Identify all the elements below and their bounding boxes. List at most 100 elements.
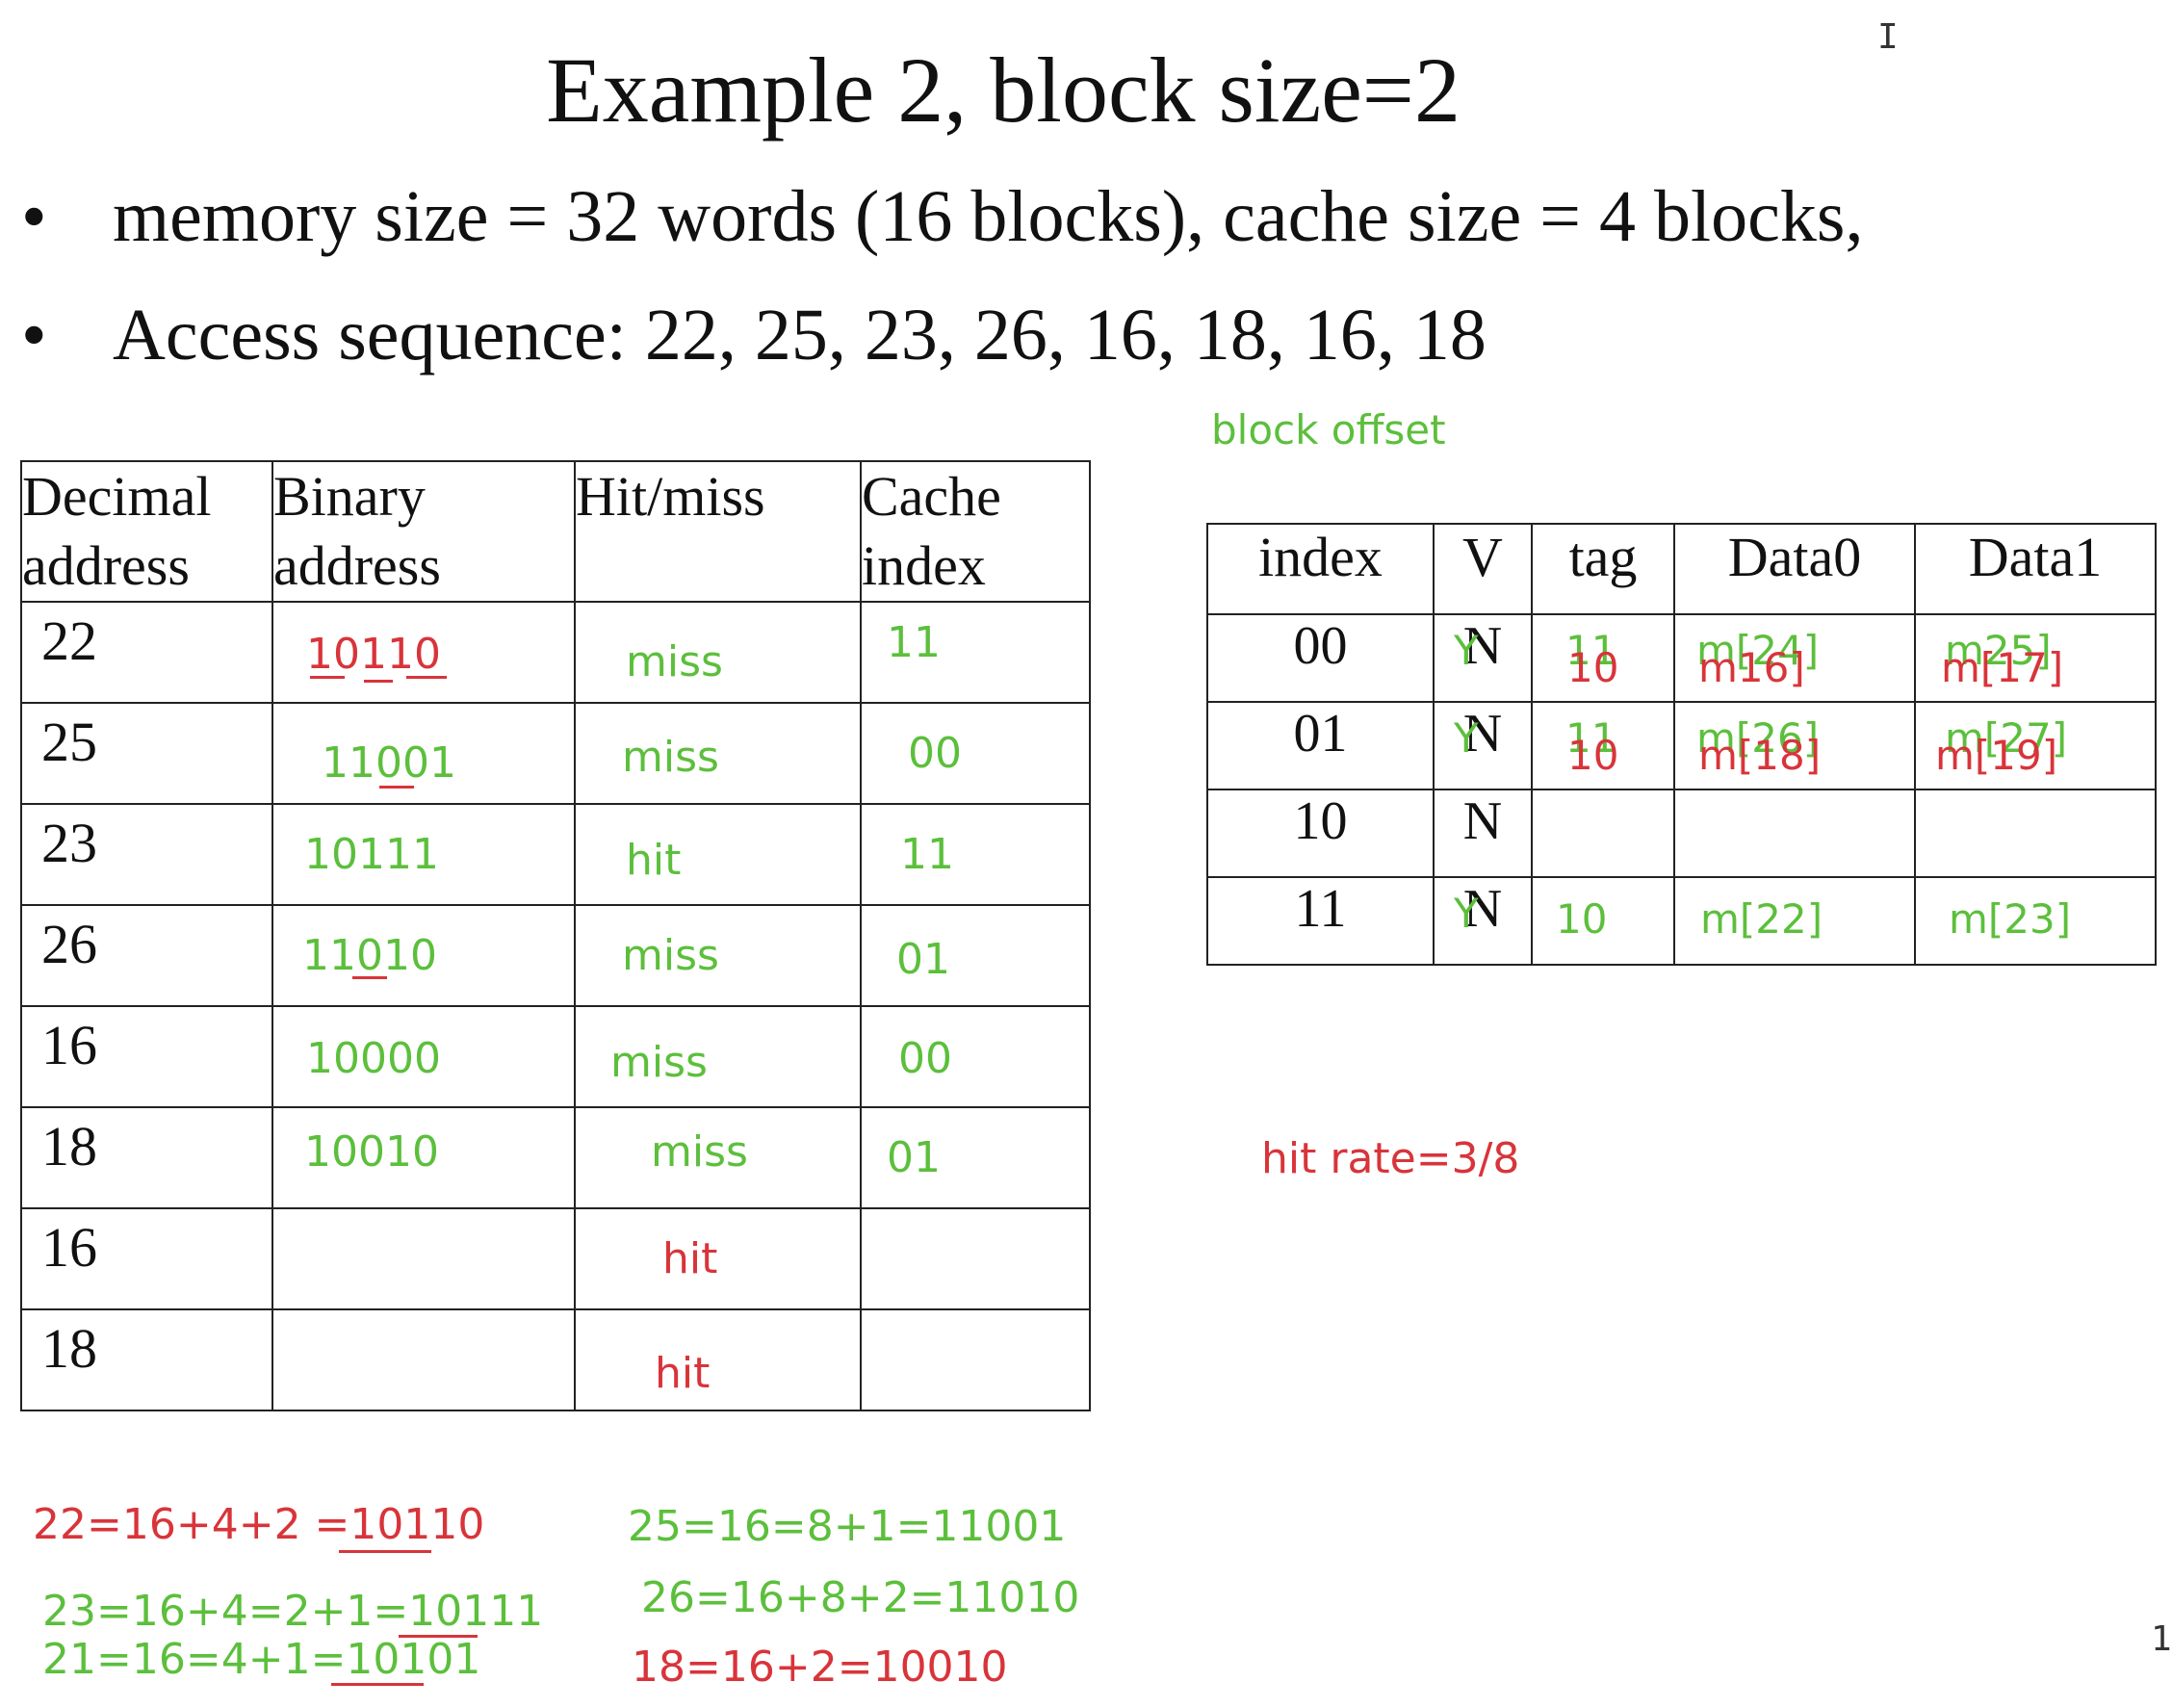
table-row: 18 hit xyxy=(20,1308,1091,1411)
table-row: 26 11010 miss 01 xyxy=(20,904,1091,1007)
data1-old-ink: m25] xyxy=(1945,627,2052,674)
underline-mark xyxy=(379,786,414,789)
data0-old-ink: m[26] xyxy=(1696,714,1820,762)
data1-old-ink: m[23] xyxy=(1949,895,2072,943)
cache-row: 11 Y N 10 m[22] m[23] xyxy=(1206,876,2157,966)
underline-mark xyxy=(310,676,345,679)
data0-cell: m[22] xyxy=(1673,876,1916,966)
data0-old-ink: m[22] xyxy=(1700,895,1823,943)
calc-18: 18=16+2=10010 xyxy=(632,1643,1008,1692)
calc-26: 26=16+8+2=11010 xyxy=(641,1573,1080,1622)
decimal-address-cell: 16 xyxy=(20,1207,273,1310)
index-cell: 10 xyxy=(1206,789,1435,878)
cache-index-ink: 11 xyxy=(887,618,941,667)
calc-25: 25=16=8+1=11001 xyxy=(628,1502,1067,1551)
valid-value: N xyxy=(1462,879,1503,939)
data1-new-ink: m[19] xyxy=(1935,732,2058,779)
hit-rate-label: hit rate=3/8 xyxy=(1261,1134,1520,1183)
bullet-text: memory size = 32 words (16 blocks), cach… xyxy=(113,176,1864,257)
access-table-header: Decimal address Binary address Hit/miss … xyxy=(20,460,1091,603)
cache-index-ink: 01 xyxy=(896,935,950,984)
cache-index-cell xyxy=(860,1207,1091,1310)
table-row: 16 10000 miss 00 xyxy=(20,1005,1091,1108)
valid-value: N xyxy=(1462,704,1503,763)
binary-address-ink: 10110 xyxy=(306,630,441,679)
hit-miss-cell: hit xyxy=(574,1207,862,1310)
slide-title: Example 2, block size=2 xyxy=(546,39,1461,142)
index-cell: 11 xyxy=(1206,876,1435,966)
data1-cell: m25] m[17] xyxy=(1914,613,2157,703)
block-offset-label: block offset xyxy=(1211,406,1446,453)
calc-23: 23=16+4=2+1=10111 xyxy=(42,1587,544,1636)
tag-cell xyxy=(1531,789,1675,878)
valid-cell: Y N xyxy=(1433,613,1533,703)
binary-address-ink: 10000 xyxy=(306,1034,441,1083)
bullet-text: Access sequence: 22, 25, 23, 26, 16, 18,… xyxy=(113,295,1487,375)
header-tag: tag xyxy=(1531,523,1675,615)
header-data0: Data0 xyxy=(1673,523,1916,615)
binary-address-cell: 10000 xyxy=(272,1005,576,1108)
cache-index-ink: 00 xyxy=(898,1034,952,1083)
binary-address-cell xyxy=(272,1207,576,1310)
decimal-address-cell: 25 xyxy=(20,702,273,805)
cache-row: 01 Y N 11 10 m[26] m[18] m[27] m[19] xyxy=(1206,701,2157,790)
cache-index-cell: 11 xyxy=(860,803,1091,906)
hit-miss-ink: hit xyxy=(626,836,682,885)
data0-cell: m[24] m16] xyxy=(1673,613,1916,703)
tag-new-ink: 10 xyxy=(1567,732,1619,779)
access-table: Decimal address Binary address Hit/miss … xyxy=(20,460,1091,1411)
cache-index-cell: 00 xyxy=(860,1005,1091,1108)
header-cache-index: Cache index xyxy=(860,460,1091,603)
hit-miss-cell: hit xyxy=(574,1308,862,1411)
table-row: 23 10111 hit 11 xyxy=(20,803,1091,906)
data1-new-ink: m[17] xyxy=(1941,644,2064,691)
decimal-address-cell: 26 xyxy=(20,904,273,1007)
valid-value: N xyxy=(1462,616,1503,676)
binary-address-cell: 10111 xyxy=(272,803,576,906)
underline-mark xyxy=(406,676,447,679)
tag-old-ink: 10 xyxy=(1556,895,1608,943)
tag-cell: 11 10 xyxy=(1531,613,1675,703)
tag-new-ink: 10 xyxy=(1567,644,1619,691)
cache-row: 00 Y N 11 10 m[24] m16] m25] m[17] xyxy=(1206,613,2157,703)
data0-cell xyxy=(1673,789,1916,878)
binary-address-cell: 11001 xyxy=(272,702,576,805)
hit-miss-cell: miss xyxy=(574,1106,862,1209)
underline-mark xyxy=(331,1683,424,1686)
decimal-address-cell: 23 xyxy=(20,803,273,906)
valid-value: N xyxy=(1462,791,1503,851)
underline-mark xyxy=(364,680,393,683)
hit-miss-ink: miss xyxy=(626,637,723,686)
cache-index-cell: 01 xyxy=(860,904,1091,1007)
calc-21: 21=16=4+1=10101 xyxy=(42,1635,481,1684)
hit-miss-cell: hit xyxy=(574,803,862,906)
index-cell: 01 xyxy=(1206,701,1435,790)
data0-new-ink: m16] xyxy=(1698,644,1805,691)
cache-row: 10 N xyxy=(1206,789,2157,878)
header-valid: V xyxy=(1433,523,1533,615)
data0-cell: m[26] m[18] xyxy=(1673,701,1916,790)
cache-index-cell: 11 xyxy=(860,601,1091,704)
cache-index-cell: 00 xyxy=(860,702,1091,805)
table-row: 18 10010 miss 01 xyxy=(20,1106,1091,1209)
page-number-fragment: 1 xyxy=(2151,1619,2172,1659)
cache-index-cell: 01 xyxy=(860,1106,1091,1209)
binary-address-cell: 10010 xyxy=(272,1106,576,1209)
header-index: index xyxy=(1206,523,1435,615)
binary-address-cell xyxy=(272,1308,576,1411)
data1-cell: m[27] m[19] xyxy=(1914,701,2157,790)
bullet-icon: • xyxy=(21,176,47,257)
index-cell: 00 xyxy=(1206,613,1435,703)
text-cursor-icon: I xyxy=(1877,17,1899,57)
valid-note-ink: Y xyxy=(1454,714,1479,762)
binary-address-ink: 10010 xyxy=(304,1127,439,1177)
tag-old-ink: 11 xyxy=(1565,714,1617,762)
underline-mark xyxy=(399,1635,478,1638)
table-row: 22 10110 miss 11 xyxy=(20,601,1091,704)
cache-index-ink: 11 xyxy=(900,830,954,879)
bullet-memory-size: • memory size = 32 words (16 blocks), cac… xyxy=(21,175,1863,259)
header-decimal-address: Decimal address xyxy=(20,460,273,603)
decimal-address-cell: 18 xyxy=(20,1308,273,1411)
binary-address-ink: 10111 xyxy=(304,830,439,879)
valid-note-ink: Y xyxy=(1454,890,1479,937)
